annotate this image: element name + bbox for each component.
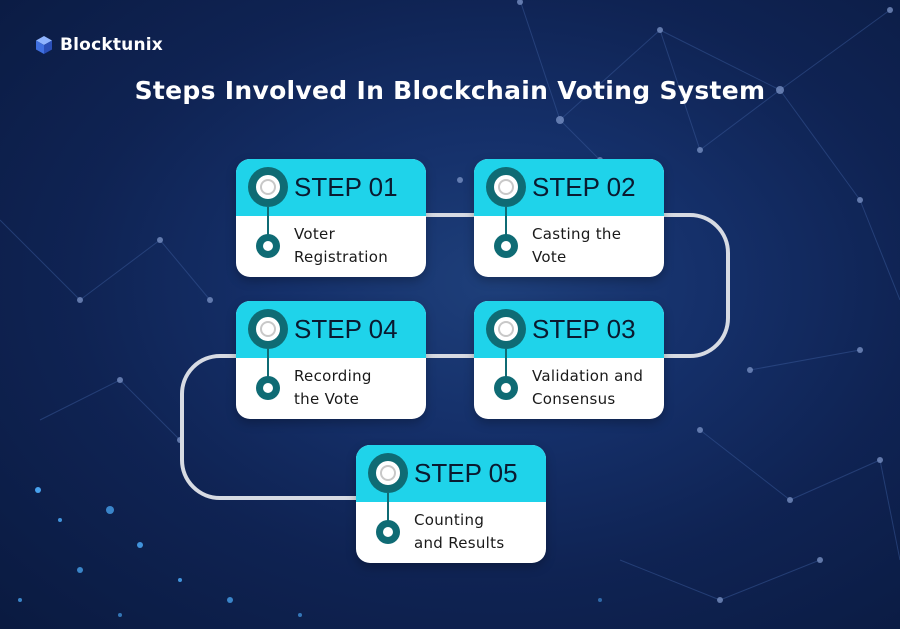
step-ring-icon (248, 167, 288, 207)
step-label: STEP 05 (414, 458, 518, 488)
step-description-line: Vote (532, 248, 567, 266)
timeline-stem (267, 207, 269, 239)
step-card-01: STEP 01 Voter Registration (236, 159, 426, 277)
step-description: Recording the Vote (294, 365, 422, 411)
cube-icon (36, 36, 52, 54)
step-description: Counting and Results (414, 509, 542, 555)
step-card-03: STEP 03 Validation and Consensus (474, 301, 664, 419)
page-title: Steps Involved In Blockchain Voting Syst… (134, 76, 766, 105)
step-dot-icon (376, 520, 400, 544)
step-dot-icon (494, 376, 518, 400)
brand-logo: Blocktunix (34, 34, 163, 56)
step-description-line: and Results (414, 534, 505, 552)
timeline-stem (387, 493, 389, 525)
step-label: STEP 03 (532, 314, 636, 344)
step-dot-icon (494, 234, 518, 258)
step-description-line: Counting (414, 511, 485, 529)
step-ring-icon (368, 453, 408, 493)
step-description: Validation and Consensus (532, 365, 660, 411)
step-description-line: Consensus (532, 390, 616, 408)
step-ring-icon (486, 167, 526, 207)
step-description-line: Casting the (532, 225, 622, 243)
step-label: STEP 01 (294, 172, 398, 202)
step-description-line: Validation and (532, 367, 644, 385)
step-ring-icon (248, 309, 288, 349)
step-card-05: STEP 05 Counting and Results (356, 445, 546, 563)
step-label: STEP 04 (294, 314, 398, 344)
step-dot-icon (256, 234, 280, 258)
step-card-02: STEP 02 Casting the Vote (474, 159, 664, 277)
step-description-line: the Vote (294, 390, 360, 408)
step-card-04: STEP 04 Recording the Vote (236, 301, 426, 419)
step-label: STEP 02 (532, 172, 636, 202)
brand-name: Blocktunix (60, 35, 163, 55)
timeline-stem (505, 207, 507, 239)
step-description-line: Registration (294, 248, 389, 266)
step-description: Casting the Vote (532, 223, 660, 269)
timeline-stem (267, 349, 269, 381)
step-ring-icon (486, 309, 526, 349)
timeline-stem (505, 349, 507, 381)
step-description-line: Voter (294, 225, 336, 243)
step-description-line: Recording (294, 367, 372, 385)
step-description: Voter Registration (294, 223, 422, 269)
step-dot-icon (256, 376, 280, 400)
